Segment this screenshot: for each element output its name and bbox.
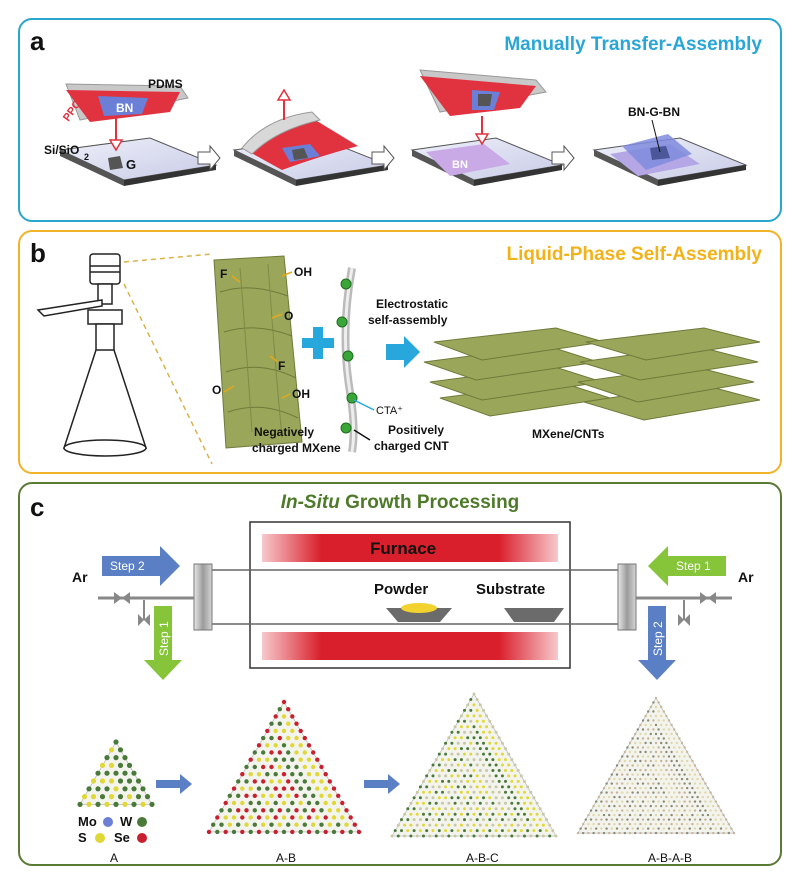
- step2-right-label: Step 2: [651, 621, 665, 656]
- tri-a-label: A: [110, 851, 118, 865]
- panel-b: b Liquid-Phase Self-Assembly: [18, 230, 782, 474]
- plus-icon: [302, 327, 334, 359]
- mxene-cnt-label: MXene/CNTs: [532, 427, 605, 441]
- lattice-a-b-c: [390, 692, 558, 838]
- panel-a-title: Manually Transfer-Assembly: [504, 34, 762, 55]
- panel-c-diagram: Furnace Powder Substrate Ar Ar Step 2: [72, 521, 754, 865]
- step2-left-arrow: [102, 546, 180, 586]
- right-end-cap: [617, 563, 637, 631]
- positive-cnt-label-1: Positively: [388, 423, 444, 437]
- w-atom-icon: [137, 817, 147, 827]
- mo-atom-icon: [103, 817, 113, 827]
- step1-right-label: Step 1: [676, 559, 711, 573]
- powder: [401, 603, 437, 613]
- f-label-2: F: [278, 359, 285, 373]
- step1-left-label: Step 1: [157, 621, 171, 656]
- stage-2: [232, 88, 390, 186]
- furnace-heater-bottom: [262, 632, 558, 660]
- se-label: Se: [114, 830, 130, 845]
- cta-label: CTA⁺: [376, 405, 403, 417]
- tri-abab-label: A-B-A-B: [648, 851, 692, 865]
- panel-c: c In-Situ Growth Processing Furnace Powd…: [18, 482, 782, 866]
- oh-label-2: OH: [292, 387, 310, 401]
- tri-ab-label: A-B: [276, 851, 296, 865]
- left-end-cap: [193, 563, 213, 631]
- furnace-heater-top: [262, 534, 558, 562]
- negative-mxene-label-2: charged MXene: [252, 441, 341, 455]
- cta-particles: [336, 278, 358, 434]
- panel-a: a Manually Transfer-Assembly PDMS PPC BN…: [18, 18, 782, 222]
- stage-1: [58, 83, 218, 186]
- bn-bottom-label: BN: [452, 159, 468, 171]
- negative-mxene-label-1: Negatively: [254, 425, 314, 439]
- step2-left-label: Step 2: [110, 559, 145, 573]
- powder-label: Powder: [374, 581, 428, 598]
- lattice-a-b: [206, 699, 362, 835]
- bn-flake: [98, 96, 148, 116]
- arrow-right-icon: [364, 774, 400, 794]
- panel-a-letter: a: [30, 26, 45, 56]
- panel-c-title-rest: Growth Processing: [339, 492, 520, 513]
- o-label-1: O: [284, 309, 293, 323]
- filtration-flask-icon: [36, 253, 148, 457]
- o-label-2: O: [212, 383, 221, 397]
- electrostatic-label-1: Electrostatic: [376, 297, 448, 311]
- arrow-right-icon: [156, 774, 192, 794]
- arrow-right-icon: [371, 144, 395, 172]
- panel-b-title: Liquid-Phase Self-Assembly: [506, 244, 762, 265]
- right-valve-icon: [678, 592, 716, 626]
- bn-label: BN: [116, 101, 133, 115]
- mxene-cnt-stack: [423, 327, 761, 421]
- substrate-label: Si/SiO: [44, 143, 79, 157]
- s-atom-icon: [95, 833, 105, 843]
- mo-label: Mo: [78, 814, 97, 829]
- triangle-lattices: [77, 692, 736, 838]
- arrow-right-icon: [551, 144, 575, 172]
- cnt-tube: [341, 267, 358, 453]
- panel-c-title-italic: In-Situ: [280, 492, 340, 513]
- lattice-a-b-a-b: [576, 696, 736, 835]
- ar-left-label: Ar: [72, 569, 88, 585]
- positive-cnt-label-2: charged CNT: [374, 439, 449, 453]
- bn-g-bn-label: BN-G-BN: [628, 105, 680, 119]
- mxene-sheet: [213, 255, 303, 449]
- panel-c-title: In-Situ Growth Processing: [20, 492, 780, 514]
- step1-right-arrow: [648, 546, 726, 586]
- oh-label-1: OH: [294, 265, 312, 279]
- lattice-a: [77, 739, 155, 807]
- stage-3: [410, 69, 564, 186]
- ar-right-label: Ar: [738, 569, 754, 585]
- panel-b-diagram: F OH O F O OH Negatively charged MXene C…: [36, 253, 761, 465]
- step2-right-arrow: [638, 606, 676, 680]
- panel-b-letter: b: [30, 238, 46, 268]
- step1-left-arrow: [144, 606, 182, 680]
- powder-boat: [386, 608, 452, 622]
- substrate-subscript: 2: [84, 152, 89, 162]
- s-label: S: [78, 830, 87, 845]
- graphene-flake: [108, 156, 123, 170]
- panel-c-letter: c: [30, 492, 45, 522]
- tri-abc-label: A-B-C: [466, 851, 499, 865]
- g-label: G: [126, 157, 136, 172]
- panel-a-diagram: PDMS PPC BN Si/SiO 2 G: [44, 69, 748, 186]
- f-label-1: F: [220, 267, 227, 281]
- arrow-right-icon: [197, 144, 221, 172]
- furnace-label: Furnace: [370, 539, 436, 558]
- substrate-boat: [504, 608, 564, 622]
- substrate-label: Substrate: [476, 581, 545, 598]
- stage-4: [592, 119, 748, 186]
- arrow-right-icon: [386, 336, 420, 368]
- pdms-label: PDMS: [148, 77, 183, 91]
- w-label: W: [120, 814, 133, 829]
- se-atom-icon: [137, 833, 147, 843]
- electrostatic-label-2: self-assembly: [368, 313, 448, 327]
- left-valve-icon: [114, 592, 150, 626]
